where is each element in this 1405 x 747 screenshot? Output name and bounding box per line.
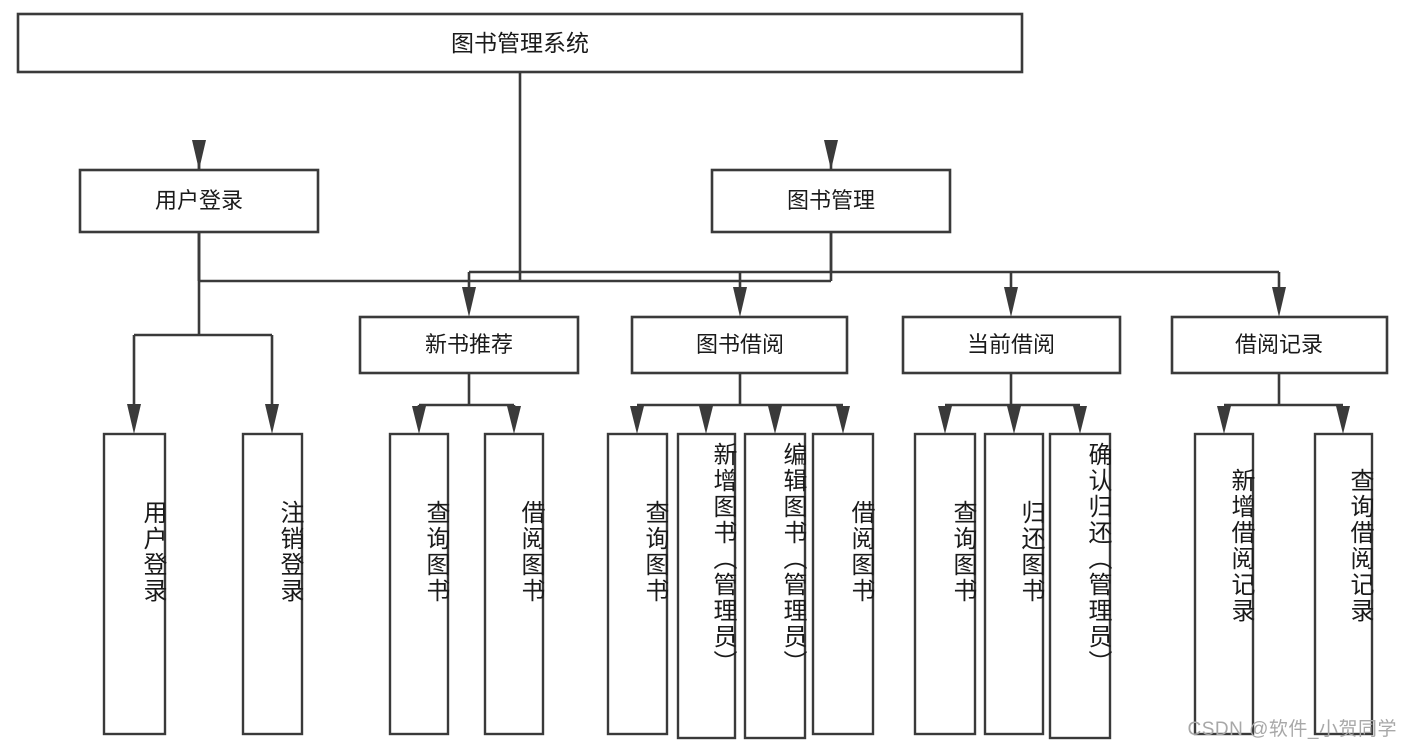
node-borrow-record[interactable]: 借阅记录 [1170,315,1389,375]
node-book-borrow-rect[interactable] [630,315,849,375]
node-book-borrow[interactable]: 图书借阅 [630,315,849,375]
arrow-head-icon [1007,406,1021,434]
node-book-management[interactable]: 图书管理 [710,168,952,234]
arrow-head-icon [412,406,426,434]
arrow-head-icon [699,406,713,434]
leaf-rect-add-record[interactable] [1193,432,1255,736]
node-borrow-record-label: 借阅记录 [1235,332,1323,357]
leaf-rect-add-book-admin[interactable] [676,432,737,740]
connector-current-to-leaves [938,373,1087,434]
leaf-rect-logout[interactable] [241,432,304,736]
node-borrow-record-rect[interactable] [1170,315,1389,375]
node-user-login[interactable]: 用户登录 [78,168,320,234]
node-book-borrow-label: 图书借阅 [696,332,784,357]
leaf-rect-query-book-2[interactable] [606,432,669,736]
node-user-login-label: 用户登录 [155,188,243,213]
node-current-borrow-rect[interactable] [901,315,1122,375]
arrow-head-icon [127,404,141,434]
node-current-borrow-label: 当前借阅 [967,332,1055,357]
arrow-head-icon [1217,406,1231,434]
arrow-head-icon [836,406,850,434]
leaf-rect-return-book[interactable] [983,432,1045,736]
arrow-head-icon [733,287,747,317]
leaf-rect-query-book-1[interactable] [388,432,450,736]
arrow-head-icon [462,287,476,317]
arrow-head-icon [824,140,838,170]
node-root-label: 图书管理系统 [451,30,589,56]
connector-book-mgmt-to-level3 [462,232,1286,317]
node-user-login-rect[interactable] [78,168,320,234]
leaf-boxes [102,432,1374,740]
leaf-rect-user-login[interactable] [102,432,167,736]
node-root-rect[interactable] [16,12,1024,74]
connector-newbook-to-leaves [412,373,521,434]
node-new-book-recommend-label: 新书推荐 [425,332,513,357]
connector-user-login-to-leaves [127,232,279,434]
arrow-head-icon [1272,287,1286,317]
node-new-book-recommend[interactable]: 新书推荐 [358,315,580,375]
arrow-head-icon [630,406,644,434]
leaf-rect-borrow-book-1[interactable] [483,432,545,736]
node-new-book-recommend-rect[interactable] [358,315,580,375]
connector-borrow-to-leaves [630,373,850,434]
node-current-borrow[interactable]: 当前借阅 [901,315,1122,375]
connector-record-to-leaves [1217,373,1350,434]
arrow-head-icon [1073,406,1087,434]
leaf-rect-confirm-return-admin[interactable] [1048,432,1112,740]
arrow-head-icon [768,406,782,434]
arrow-head-icon [1336,406,1350,434]
watermark-text: CSDN @软件_小贺同学 [1187,719,1397,740]
node-book-management-label: 图书管理 [787,188,875,213]
leaf-rect-query-record[interactable] [1313,432,1374,736]
arrow-head-icon [192,140,206,170]
arrow-head-icon [1004,287,1018,317]
arrow-head-icon [265,404,279,434]
leaf-rect-edit-book-admin[interactable] [743,432,807,740]
arrow-head-icon [507,406,521,434]
leaf-rect-query-book-3[interactable] [913,432,977,736]
leaf-rect-borrow-book-2[interactable] [811,432,875,736]
arrow-head-icon [938,406,952,434]
node-root[interactable]: 图书管理系统 [16,12,1024,74]
node-book-management-rect[interactable] [710,168,952,234]
